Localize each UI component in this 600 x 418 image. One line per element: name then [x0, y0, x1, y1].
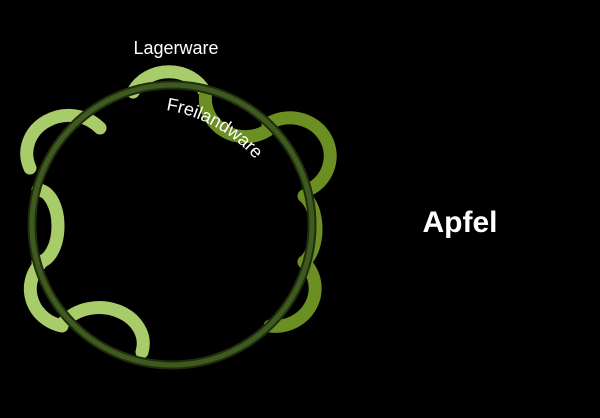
lagerware-loop-lower-left [23, 257, 69, 333]
lagerware-loop-left [31, 183, 65, 269]
freilandware-loop-lower-right [263, 255, 322, 333]
diagram-title: Apfel [422, 206, 498, 239]
lagerware-loop-bottom [57, 301, 150, 359]
label-lagerware: Lagerware [133, 38, 218, 58]
freilandware-loop-upper-right [261, 111, 337, 195]
main-ring [29, 82, 315, 368]
freilandware-loop-top [198, 85, 275, 144]
label-freilandware: Freilandware [165, 94, 267, 162]
lagerware-loop-upper-left [20, 108, 107, 175]
